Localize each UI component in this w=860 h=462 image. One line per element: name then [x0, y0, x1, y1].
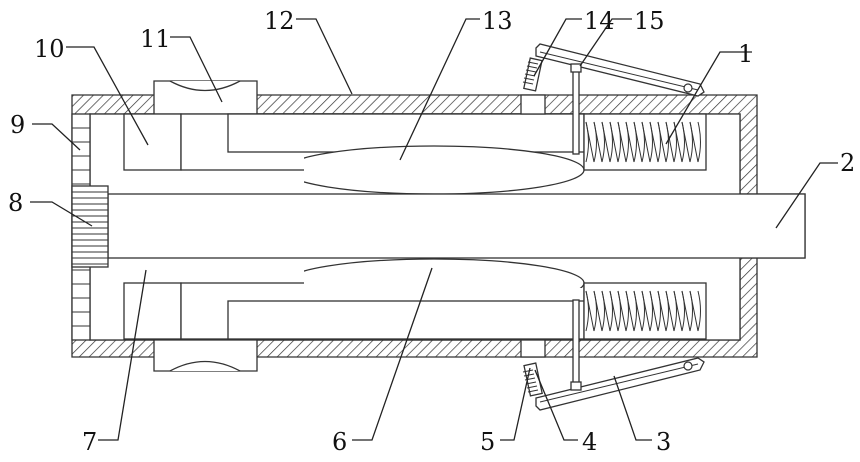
label-5: 5: [480, 428, 495, 456]
top-slider-block: [124, 114, 181, 170]
label-2: 2: [840, 149, 855, 177]
label-7: 7: [82, 428, 97, 456]
label-12: 12: [264, 7, 295, 35]
top-spring: [584, 114, 706, 170]
bottom-spring: [584, 283, 706, 339]
label-9: 9: [10, 111, 25, 139]
label-10: 10: [34, 35, 65, 63]
bottom-slider-inner: [228, 301, 584, 339]
knurled-knob: [72, 186, 108, 267]
label-14: 14: [584, 7, 615, 35]
bottom-slider-block: [124, 283, 181, 339]
label-3: 3: [656, 428, 671, 456]
label-11: 11: [140, 25, 171, 53]
label-8: 8: [8, 189, 23, 217]
top-cam-arc: [284, 146, 584, 194]
label-13: 13: [482, 7, 513, 35]
center-rod: [108, 194, 805, 258]
label-15: 15: [634, 7, 665, 35]
label-6: 6: [332, 428, 347, 456]
label-1: 1: [738, 40, 753, 68]
label-4: 4: [582, 428, 597, 456]
